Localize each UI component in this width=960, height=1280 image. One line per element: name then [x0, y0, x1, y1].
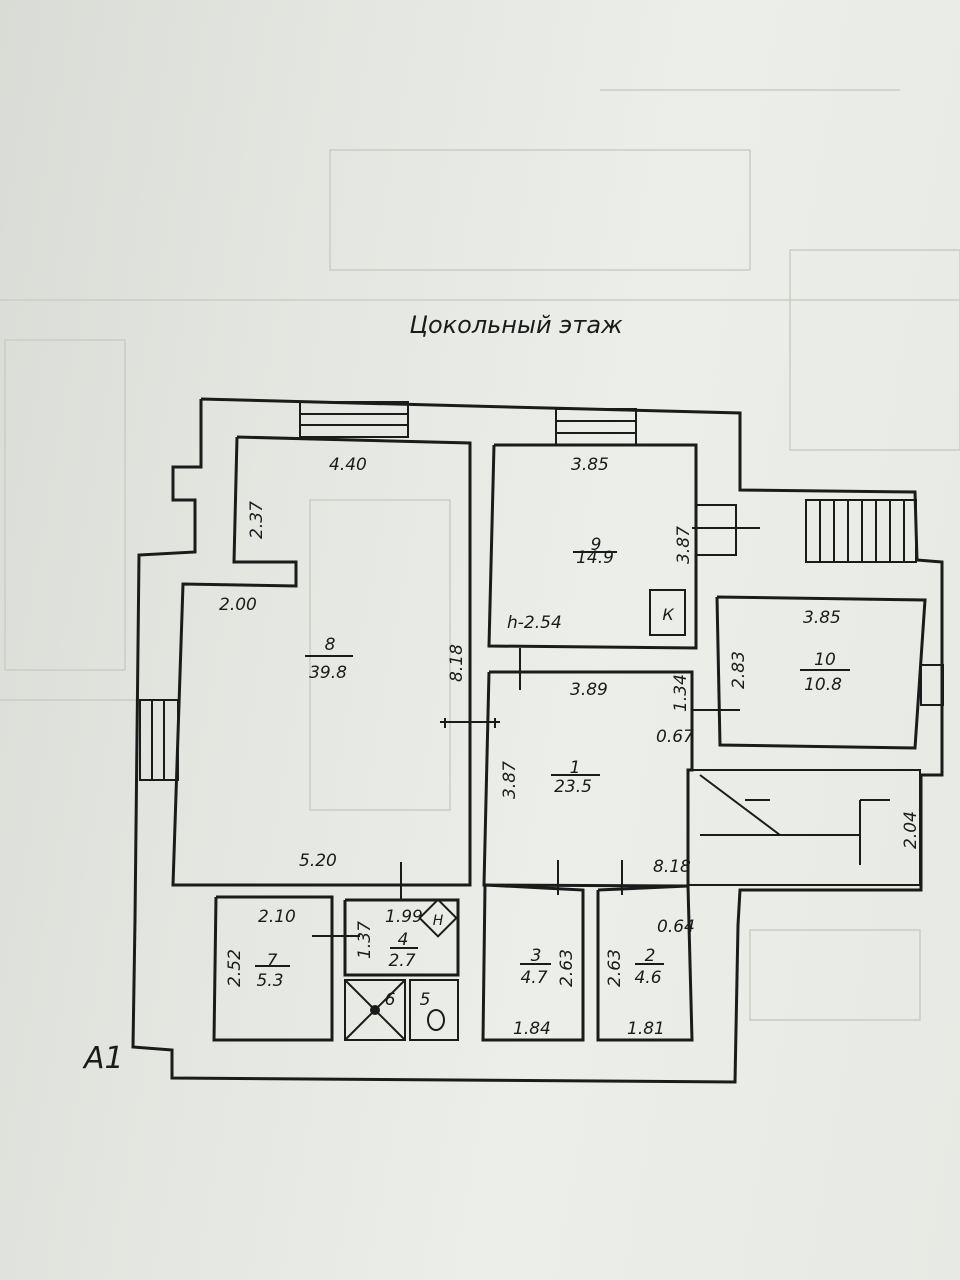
room-4-number: 4: [398, 930, 409, 950]
room-10: 3.85 2.83 10 10.8: [715, 595, 927, 750]
room-2: 2.63 1.81 0.64 2 4.6: [596, 884, 695, 1042]
window-markers: [139, 401, 944, 781]
svg-text:2.63: 2.63: [557, 949, 577, 987]
svg-text:1.37: 1.37: [355, 921, 375, 959]
room-3: 2.63 1.84 3 4.7: [481, 883, 585, 1042]
room-10-number: 10: [814, 650, 836, 670]
svg-text:8.18: 8.18: [653, 857, 691, 877]
svg-text:2.10: 2.10: [258, 907, 296, 927]
svg-text:4.40: 4.40: [329, 455, 367, 475]
svg-text:2.00: 2.00: [219, 595, 257, 615]
svg-text:1.81: 1.81: [627, 1019, 665, 1039]
room-1: 3.89 1.34 0.67 3.87 8.18 1 23.5: [482, 670, 694, 888]
room-8: 4.40 2.37 2.00 8.18 5.20 8 39.8: [171, 435, 472, 887]
k-box-label: К: [662, 605, 674, 624]
room-7: 2.10 2.52 7 5.3: [212, 895, 334, 1042]
room-7-area: 5.3: [256, 971, 283, 991]
svg-text:0.67: 0.67: [656, 727, 694, 747]
svg-text:3.85: 3.85: [571, 455, 609, 475]
room-9-area: 14.9: [576, 548, 614, 568]
svg-text:2.83: 2.83: [729, 651, 749, 689]
sheet-label: A1: [82, 1041, 124, 1076]
room-9-number: 9: [591, 535, 602, 555]
svg-text:2.04: 2.04: [901, 811, 921, 849]
room-2-number: 2: [645, 946, 656, 966]
plan-title: Цокольный этаж: [409, 311, 623, 339]
svg-text:2.63: 2.63: [605, 949, 625, 987]
svg-text:2.52: 2.52: [225, 949, 245, 987]
svg-text:h-2.54: h-2.54: [507, 613, 562, 633]
room-9: 3.85 3.87 h-2.54 9 14.9 К: [487, 443, 698, 650]
door-markers: [312, 527, 760, 937]
svg-text:2.37: 2.37: [247, 501, 267, 539]
stair-north-east: [805, 499, 917, 563]
room-8-area: 39.8: [309, 663, 347, 683]
room-8-number: 8: [325, 635, 336, 655]
room-6-number: 6: [385, 990, 396, 1010]
svg-text:1.99: 1.99: [385, 907, 423, 927]
room-4-area: 2.7: [388, 951, 415, 971]
room-10-area: 10.8: [804, 675, 842, 695]
svg-text:3.89: 3.89: [570, 680, 608, 700]
svg-text:1.84: 1.84: [513, 1019, 551, 1039]
room-6: 6: [344, 979, 406, 1041]
svg-text:8.18: 8.18: [447, 644, 467, 682]
room-1-number: 1: [570, 758, 581, 778]
svg-text:3.87: 3.87: [500, 761, 520, 799]
room-4: 1.99 1.37 4 2.7 Н: [343, 898, 460, 977]
svg-text:1.34: 1.34: [671, 674, 691, 712]
svg-text:0.64: 0.64: [657, 917, 695, 937]
boiler-symbol: Н: [433, 913, 444, 929]
stair-east: 2.04: [687, 769, 921, 886]
room-1-area: 23.5: [554, 777, 592, 797]
room-7-number: 7: [267, 951, 278, 971]
svg-text:5.20: 5.20: [299, 851, 337, 871]
background-ghost-lines: [0, 89, 960, 1021]
room-3-number: 3: [531, 946, 542, 966]
room-5-number: 5: [420, 990, 431, 1010]
room-5: 5: [409, 979, 459, 1041]
svg-text:3.87: 3.87: [674, 526, 694, 564]
room-2-area: 4.6: [634, 968, 661, 988]
svg-text:3.85: 3.85: [803, 608, 841, 628]
room-3-area: 4.7: [520, 968, 547, 988]
